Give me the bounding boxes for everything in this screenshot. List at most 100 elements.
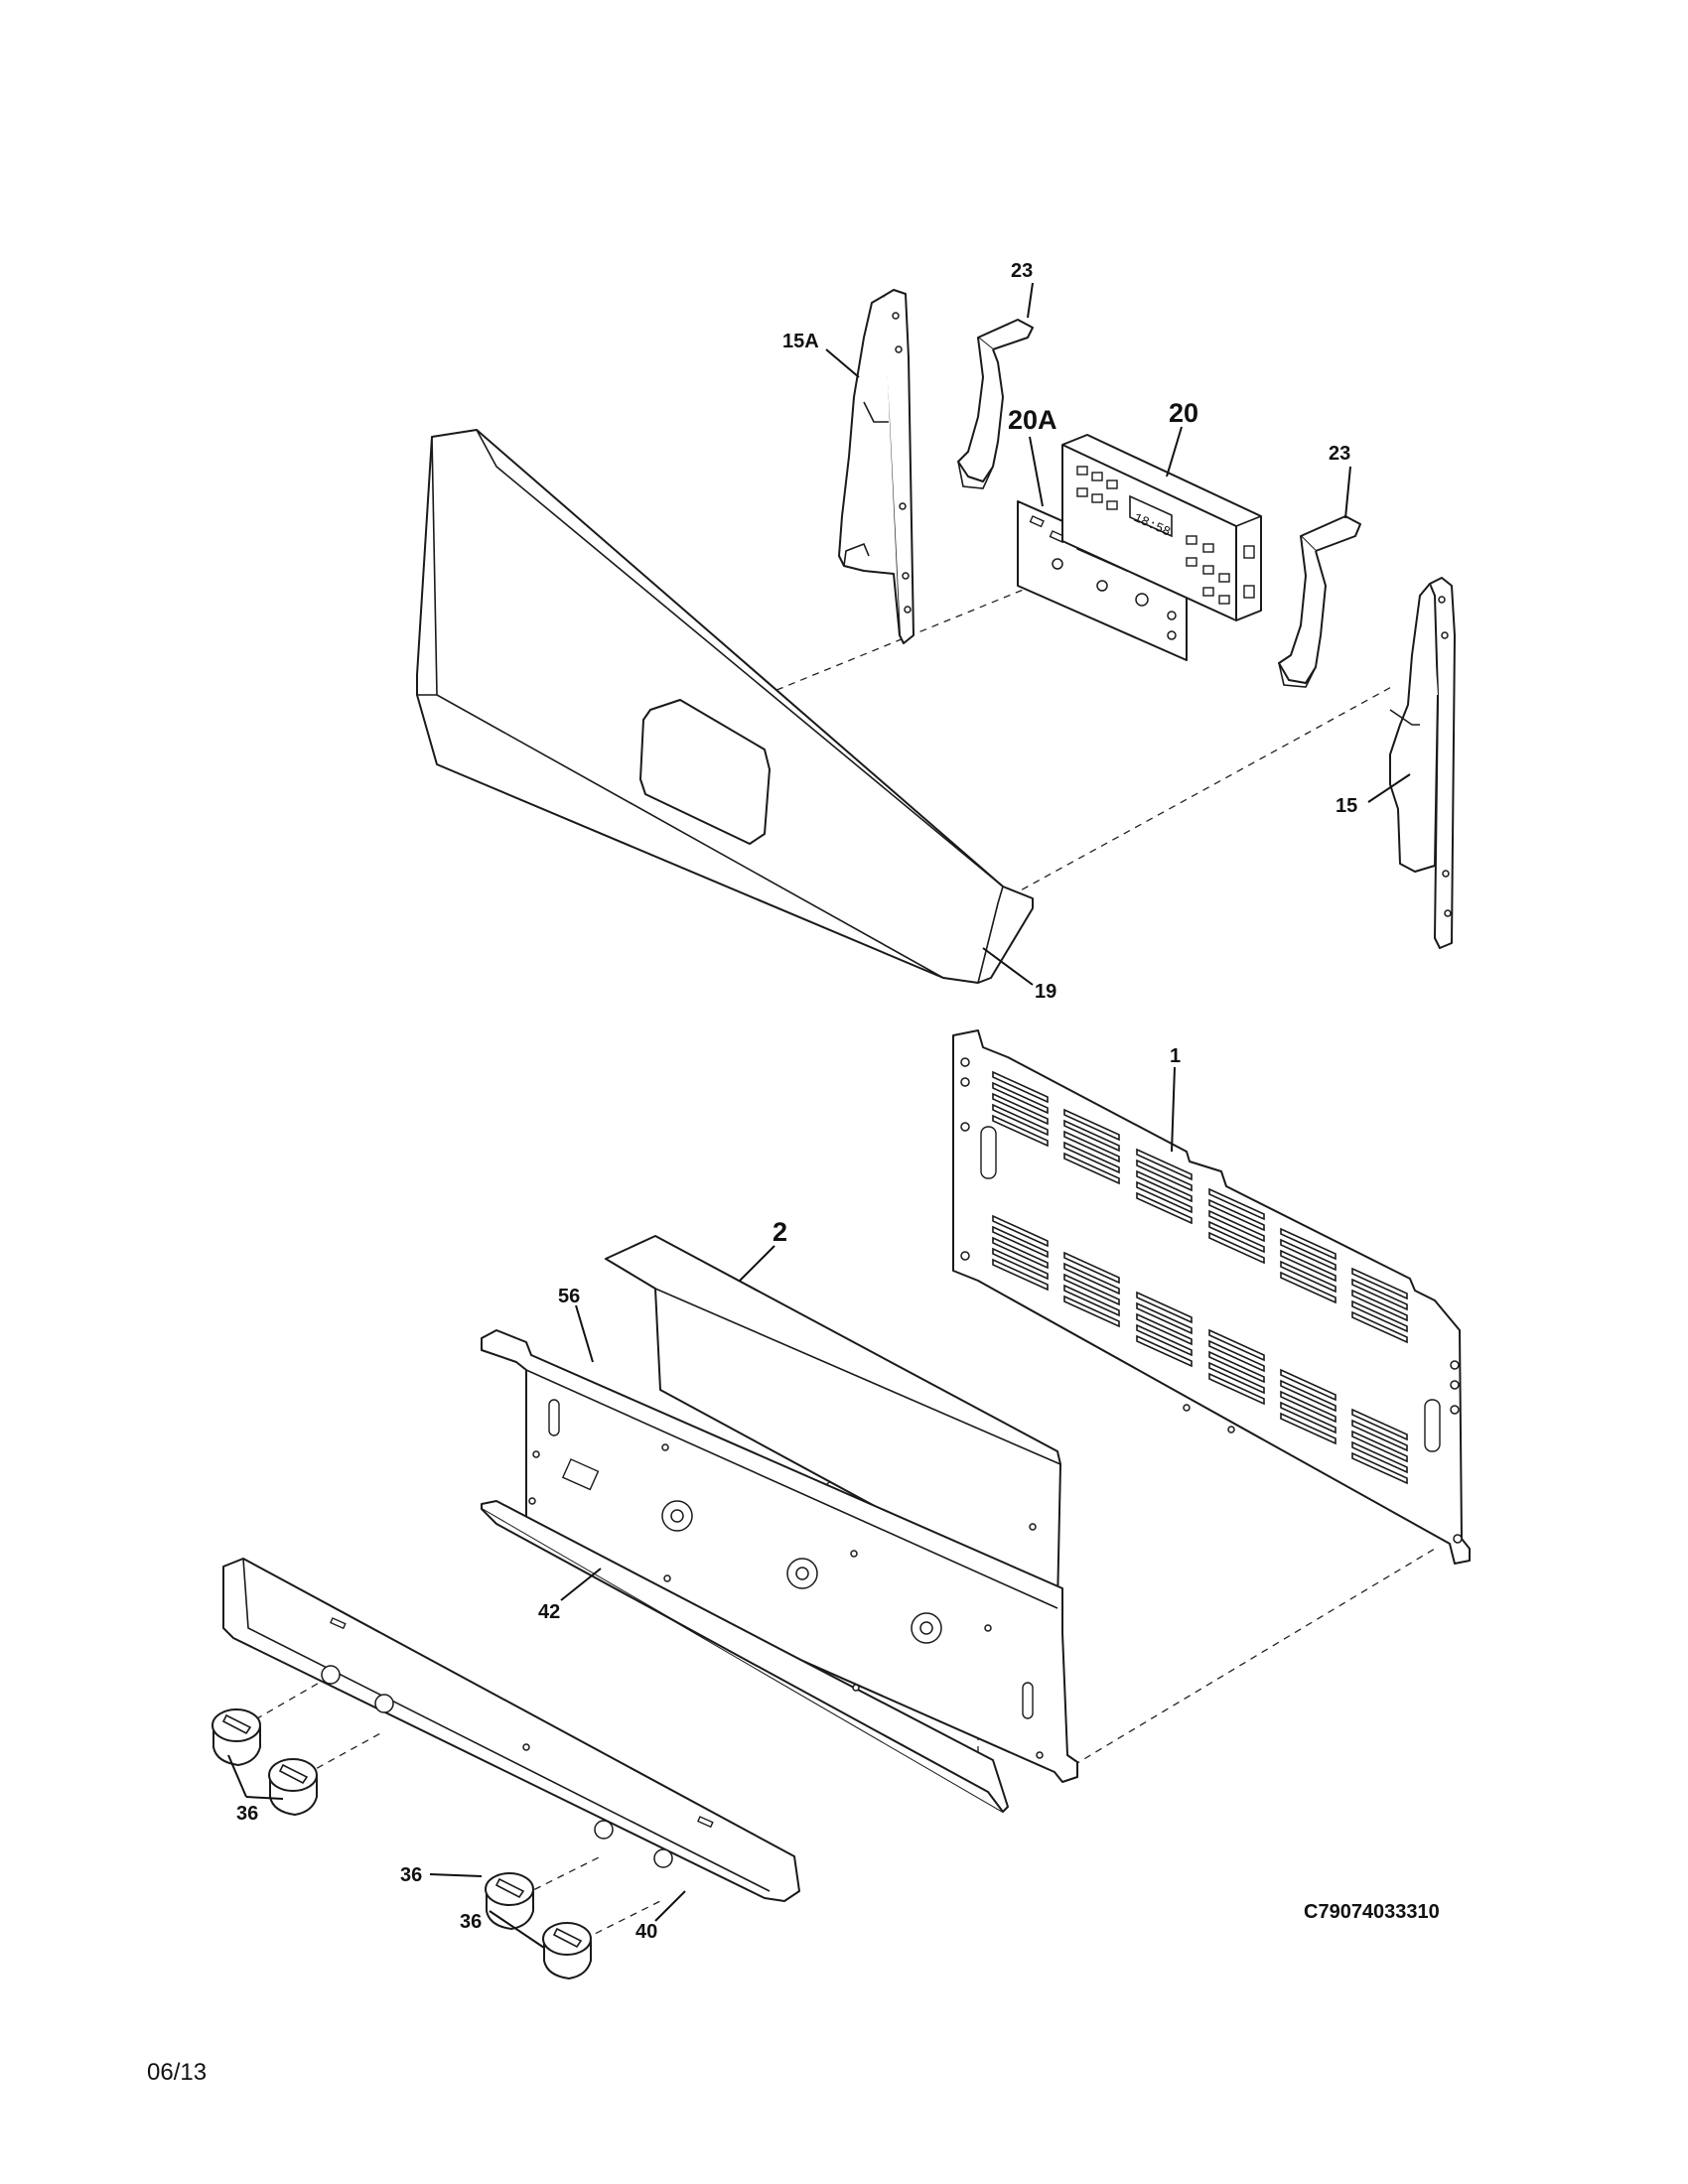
trim-strip <box>481 1497 1009 1813</box>
knob-4 <box>542 1922 592 1980</box>
knob-3 <box>485 1872 534 1931</box>
knob-1 <box>211 1708 261 1767</box>
louver-slot <box>1136 1301 1193 1335</box>
louver-slot <box>1063 1119 1120 1153</box>
rear-panel-slot-left <box>980 1126 997 1179</box>
louver-slot <box>1351 1310 1408 1344</box>
rear-panel-louvers <box>992 1070 1408 1485</box>
louver-slot <box>992 1225 1049 1259</box>
callout-1: 1 <box>1170 1045 1181 1067</box>
louver-slot <box>1208 1187 1265 1221</box>
louver-slot <box>1208 1220 1265 1254</box>
callout-20: 20 <box>1169 398 1198 428</box>
louver-slot <box>1136 1312 1193 1346</box>
louver-slot <box>992 1103 1049 1137</box>
louver-slot <box>1280 1412 1336 1445</box>
louver-slot <box>1208 1328 1265 1362</box>
louver-slot <box>1208 1361 1265 1395</box>
louver-slot <box>1208 1198 1265 1232</box>
louver-slot <box>1208 1350 1265 1384</box>
callout-42: 42 <box>538 1601 560 1623</box>
louver-slot <box>1136 1191 1193 1225</box>
backguard-window <box>639 699 771 845</box>
rear-panel <box>952 1029 1471 1565</box>
louver-slot <box>1280 1401 1336 1434</box>
louver-slot <box>1280 1249 1336 1283</box>
louver-slot <box>1136 1323 1193 1357</box>
callout-56: 56 <box>558 1286 580 1307</box>
louver-slot <box>1351 1299 1408 1333</box>
louver-slot <box>1063 1295 1120 1328</box>
louver-slot <box>1063 1152 1120 1185</box>
louver-slot <box>1136 1148 1193 1181</box>
louver-slot <box>992 1258 1049 1292</box>
backguard-panel <box>416 429 1034 984</box>
louver-slot <box>1208 1339 1265 1373</box>
louver-slot <box>1280 1271 1336 1304</box>
callout-23-top: 23 <box>1011 260 1033 282</box>
louver-slot <box>992 1247 1049 1281</box>
control-board: 18:58 <box>1061 434 1262 621</box>
louver-slot <box>1136 1159 1193 1192</box>
knob-hole-1 <box>321 1665 341 1685</box>
callout-36-low: 36 <box>460 1911 482 1933</box>
control-panel-face <box>222 1558 800 1902</box>
louver-slot <box>1280 1227 1336 1261</box>
knob-2 <box>268 1758 318 1817</box>
knob-hole-2 <box>374 1694 394 1713</box>
hook-bracket-top <box>957 319 1034 489</box>
louver-slot <box>1351 1419 1408 1452</box>
louver-slot <box>1063 1251 1120 1285</box>
knob-hole-4 <box>653 1848 673 1868</box>
louver-slot <box>1351 1408 1408 1441</box>
louver-slot <box>1351 1451 1408 1485</box>
louver-slot <box>992 1070 1049 1104</box>
louver-slot <box>992 1214 1049 1248</box>
top-cover <box>605 1235 1061 1606</box>
louver-slot <box>1351 1430 1408 1463</box>
louver-slot <box>1208 1372 1265 1406</box>
drawing-code: C79074033310 <box>1304 1901 1440 1923</box>
louver-slot <box>1063 1273 1120 1306</box>
louver-slot <box>1351 1278 1408 1311</box>
louver-slot <box>992 1081 1049 1115</box>
callout-36-mid: 36 <box>400 1864 422 1886</box>
louver-slot <box>1136 1180 1193 1214</box>
louver-slot <box>1280 1368 1336 1402</box>
board-buttons-right <box>1186 535 1230 605</box>
callout-36-left: 36 <box>236 1803 258 1825</box>
louver-slot <box>1136 1291 1193 1324</box>
revision-date: 06/13 <box>147 2059 207 2086</box>
rear-panel-slot-right <box>1424 1399 1441 1452</box>
callout-40: 40 <box>635 1921 657 1943</box>
louver-slot <box>992 1114 1049 1148</box>
callout-2: 2 <box>773 1217 787 1247</box>
louver-slot <box>1351 1289 1408 1322</box>
louver-slot <box>992 1236 1049 1270</box>
louver-slot <box>992 1092 1049 1126</box>
louver-slot <box>1063 1108 1120 1142</box>
louver-slot <box>1280 1238 1336 1272</box>
callout-19: 19 <box>1035 981 1056 1003</box>
louver-slot <box>1136 1334 1193 1368</box>
board-buttons-left <box>1076 466 1118 510</box>
louver-slot <box>1063 1262 1120 1296</box>
callout-labels: 23 15A 20A 20 23 15 19 1 2 56 42 36 36 3… <box>236 260 1357 1943</box>
callout-15: 15 <box>1336 795 1357 817</box>
louver-slot <box>1280 1379 1336 1413</box>
louver-slot <box>1063 1130 1120 1163</box>
control-panel-frame <box>481 1329 1078 1783</box>
louver-slot <box>1280 1260 1336 1294</box>
louver-slot <box>1063 1141 1120 1174</box>
louver-slot <box>1136 1169 1193 1203</box>
callout-15a: 15A <box>782 331 819 352</box>
louver-slot <box>1351 1267 1408 1300</box>
louver-slot <box>1280 1390 1336 1424</box>
louver-slot <box>1351 1440 1408 1474</box>
knob-hole-3 <box>594 1820 614 1840</box>
callout-20a: 20A <box>1008 405 1057 435</box>
callout-23-right: 23 <box>1329 443 1350 465</box>
hook-bracket-right <box>1278 515 1361 688</box>
end-bracket-right <box>1389 577 1456 949</box>
